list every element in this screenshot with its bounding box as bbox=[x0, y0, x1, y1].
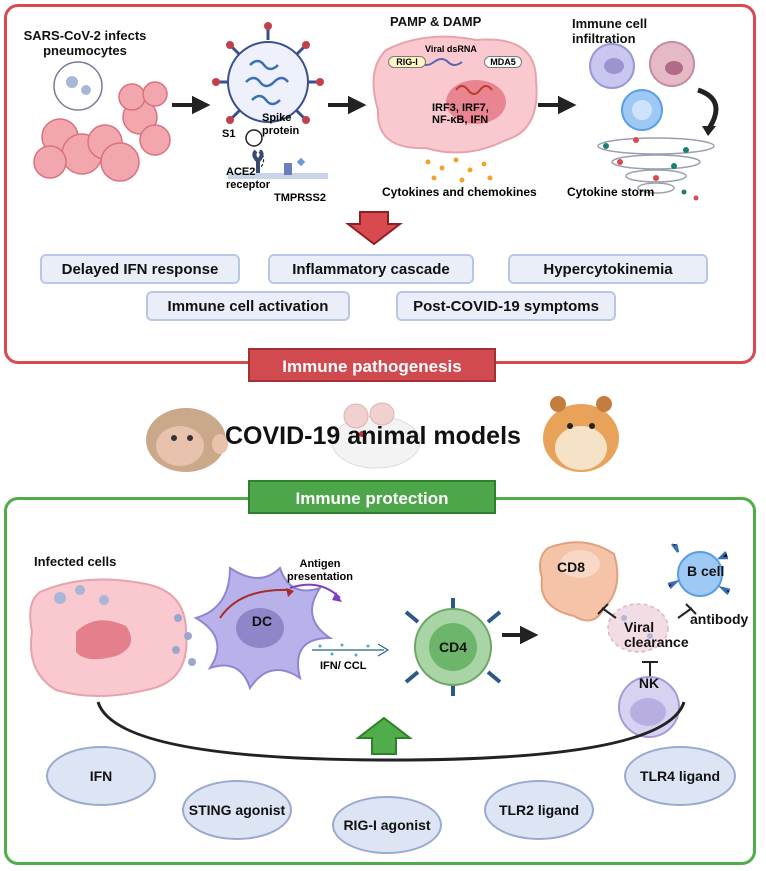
spike-label: Spike protein bbox=[262, 112, 300, 137]
cd4-cell bbox=[404, 598, 502, 696]
infection-label: SARS-CoV-2 infects pneumocytes bbox=[23, 28, 147, 58]
infiltration-label: Immune cell infiltration bbox=[572, 16, 648, 46]
b-cell bbox=[667, 543, 731, 597]
ace2-label: ACE2 receptor bbox=[226, 166, 271, 191]
arrow-1 bbox=[172, 95, 211, 115]
s1-label: S1 bbox=[222, 128, 236, 140]
immune-cells bbox=[589, 41, 719, 136]
bracket-curve bbox=[96, 701, 686, 762]
tmprss2-label: TMPRSS2 bbox=[274, 192, 326, 204]
virus-illustration bbox=[212, 22, 324, 171]
arrow-2 bbox=[328, 95, 367, 115]
mouse-icon bbox=[331, 402, 421, 469]
agent-ifn: IFN bbox=[46, 746, 156, 806]
antibody-label: antibody bbox=[690, 611, 749, 627]
cytokine-dots bbox=[425, 157, 493, 183]
cytokines-label: Cytokines and chemokines bbox=[382, 185, 537, 199]
agent-rig-i: RIG-I agonist bbox=[332, 796, 442, 854]
storm-label: Cytokine storm bbox=[567, 185, 655, 199]
arrow-3 bbox=[538, 95, 577, 115]
mda5-chip: MDA5 bbox=[484, 56, 522, 68]
hamster-icon bbox=[543, 396, 619, 472]
outcome-hypercytokinemia: Hypercytokinemia bbox=[508, 254, 708, 284]
dc-label: DC bbox=[251, 613, 273, 629]
b-cell-label: B cell bbox=[687, 563, 725, 579]
pamp-title: PAMP & DAMP bbox=[390, 14, 482, 29]
dendritic-cell bbox=[193, 566, 342, 691]
cd8-label: CD8 bbox=[557, 559, 586, 575]
lung-illustration bbox=[33, 61, 171, 182]
outcome-immune-activation: Immune cell activation bbox=[146, 291, 350, 321]
monkey-icon bbox=[146, 408, 228, 472]
outcome-delayed-ifn: Delayed IFN response bbox=[40, 254, 240, 284]
ace2-receptor bbox=[228, 149, 328, 179]
agent-tlr4: TLR4 ligand bbox=[624, 746, 736, 806]
agent-sting: STING agonist bbox=[182, 780, 292, 840]
outcome-post-covid: Post-COVID-19 symptoms bbox=[396, 291, 616, 321]
infected-cell bbox=[29, 578, 196, 697]
irf-label: IRF3, IRF7, bbox=[432, 102, 489, 114]
down-arrow-red bbox=[345, 211, 403, 246]
pathogenesis-banner: Immune pathogenesis bbox=[248, 348, 496, 382]
nfkb-label: NF-κB, IFN bbox=[432, 114, 489, 126]
viral-dsrna-label: Viral dsRNA bbox=[425, 44, 477, 54]
outcome-inflammatory: Inflammatory cascade bbox=[268, 254, 474, 284]
cd4-label: CD4 bbox=[438, 639, 467, 655]
viral-clearance-label: Viral clearance bbox=[624, 619, 689, 650]
ifn-dots bbox=[312, 643, 390, 657]
infected-cells-label: Infected cells bbox=[34, 554, 117, 569]
viral-clearance-cell bbox=[607, 603, 669, 653]
cd8-cell bbox=[539, 541, 619, 622]
animal-models-title: COVID-19 animal models bbox=[225, 422, 521, 450]
antigen-label: Antigen presentation bbox=[286, 558, 353, 583]
nk-label: NK bbox=[638, 675, 660, 691]
nk-cell bbox=[618, 676, 680, 738]
up-arrow-green bbox=[355, 716, 413, 755]
inhibition-lines bbox=[597, 603, 697, 678]
ifn-ccl-label: IFN/ CCL bbox=[320, 660, 367, 672]
protection-banner: Immune protection bbox=[248, 480, 496, 514]
agent-tlr2: TLR2 ligand bbox=[484, 780, 594, 840]
arrow-cd4 bbox=[502, 625, 539, 645]
rig-i-chip: RIG-I bbox=[388, 56, 426, 68]
cytokine-storm-icon bbox=[597, 137, 715, 201]
